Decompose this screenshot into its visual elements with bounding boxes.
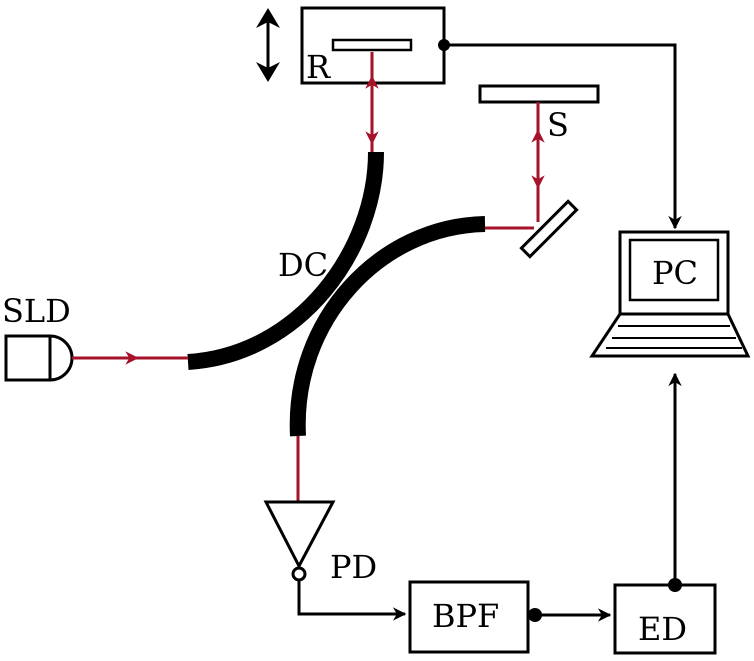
coupler-fiber-2 — [289, 216, 486, 437]
laptop-icon — [589, 230, 751, 358]
folding-mirror — [519, 199, 579, 259]
computer-label: PC — [652, 254, 698, 292]
reference-mirror — [331, 38, 413, 52]
coupler-label: DC — [278, 246, 328, 284]
coupler-fiber-1 — [187, 151, 384, 370]
sample-mirror — [478, 84, 600, 104]
reference-stage: R — [300, 6, 450, 86]
sample-label: S — [547, 106, 569, 144]
envelope-detector-label: ED — [638, 610, 687, 648]
wire-reference-to-pc — [444, 43, 682, 230]
bpf-box — [408, 580, 530, 654]
photodetector-label: PD — [330, 548, 377, 586]
wire-pd-to-bpf — [297, 580, 407, 621]
photodetector — [263, 500, 336, 582]
source-label: SLD — [2, 292, 71, 330]
ed-box — [613, 583, 717, 655]
reference-label: R — [306, 48, 331, 86]
sld-source — [4, 334, 74, 382]
filter-label: BPF — [432, 597, 499, 635]
double-arrow-icon — [256, 8, 280, 82]
directional-coupler — [187, 151, 486, 437]
